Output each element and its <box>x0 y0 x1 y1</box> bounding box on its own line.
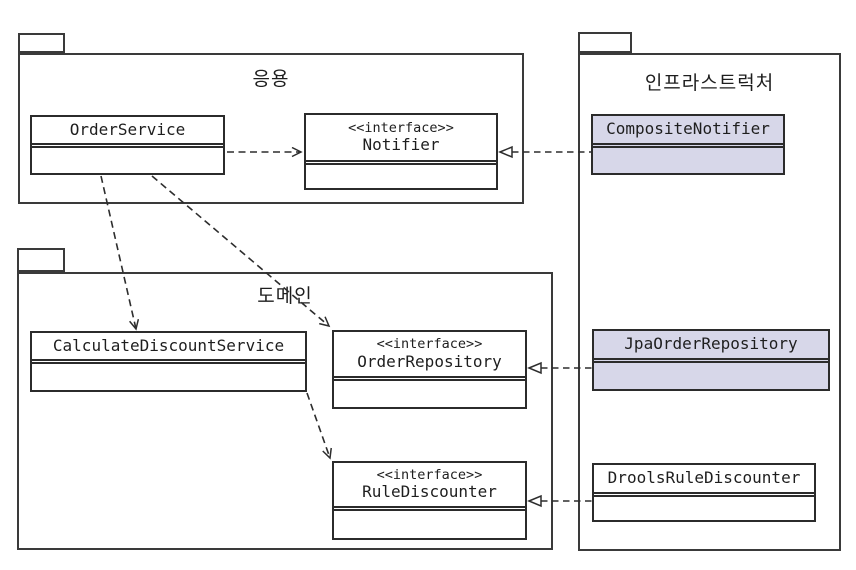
class-name-label: DroolsRuleDiscounter <box>607 468 801 488</box>
empty-compartment <box>334 511 525 538</box>
realization-triangle-orderrepository <box>527 361 542 375</box>
class-name-compartment: DroolsRuleDiscounter <box>594 465 814 494</box>
class-name-label: JpaOrderRepository <box>624 334 798 354</box>
empty-compartment <box>594 363 828 389</box>
dependency-orderservice-to-calculatediscountservice <box>100 175 136 329</box>
compartment-divider <box>306 162 496 165</box>
stereotype-label: <<interface>> <box>348 119 454 136</box>
class-name-compartment: <<interface>> RuleDiscounter <box>334 463 525 508</box>
package-domain-title: 도메인 <box>257 285 313 307</box>
compartment-divider <box>594 360 828 363</box>
class-name-label: RuleDiscounter <box>362 482 497 502</box>
class-box-jpaorderrepository: JpaOrderRepository <box>592 329 830 391</box>
compartment-divider <box>593 145 783 148</box>
class-name-label: CalculateDiscountService <box>52 335 285 355</box>
compartment-divider <box>334 508 525 511</box>
package-application-title: 응용 <box>252 68 290 90</box>
package-infrastructure-tab <box>578 32 632 53</box>
class-name-compartment: <<interface>> Notifier <box>306 115 496 162</box>
compartment-divider <box>32 145 223 148</box>
realization-triangle-rulediscounter <box>527 494 542 508</box>
class-box-compositenotifier: CompositeNotifier <box>591 114 785 175</box>
class-box-rulediscounter: <<interface>> RuleDiscounter <box>332 461 527 540</box>
empty-compartment <box>594 497 814 520</box>
package-infrastructure-title: 인프라스트럭처 <box>644 72 775 94</box>
class-box-notifier: <<interface>> Notifier <box>304 113 498 190</box>
class-name-compartment: CompositeNotifier <box>593 116 783 145</box>
class-name-compartment: JpaOrderRepository <box>594 331 828 360</box>
class-name-compartment: CalculateDiscountService <box>32 333 305 361</box>
empty-compartment <box>32 148 223 173</box>
class-name-compartment: <<interface>> OrderRepository <box>334 332 525 378</box>
compartment-divider <box>594 494 814 497</box>
class-box-calculatediscountservice: CalculateDiscountService <box>30 331 307 392</box>
class-name-label: OrderRepository <box>357 351 502 371</box>
package-domain-tab <box>17 248 65 272</box>
class-name-label: OrderService <box>69 119 186 139</box>
empty-compartment <box>32 364 305 390</box>
empty-compartment <box>593 148 783 173</box>
class-name-label: CompositeNotifier <box>606 119 770 139</box>
dependency-calculatediscountservice-to-rulediscounter <box>306 392 330 458</box>
package-application-tab <box>18 33 65 53</box>
stereotype-label: <<interface>> <box>376 336 483 353</box>
empty-compartment <box>334 381 525 407</box>
realization-triangle-notifier <box>498 145 513 159</box>
class-name-compartment: OrderService <box>32 117 223 145</box>
stereotype-label: <<interface>> <box>376 466 483 483</box>
empty-compartment <box>306 165 496 188</box>
compartment-divider <box>334 378 525 381</box>
class-box-orderrepository: <<interface>> OrderRepository <box>332 330 527 409</box>
class-box-orderservice: OrderService <box>30 115 225 175</box>
class-box-droolsrulediscounter: DroolsRuleDiscounter <box>592 463 816 522</box>
dependency-orderservice-to-orderrepository <box>151 175 329 326</box>
class-name-label: Notifier <box>362 135 440 155</box>
compartment-divider <box>32 361 305 364</box>
